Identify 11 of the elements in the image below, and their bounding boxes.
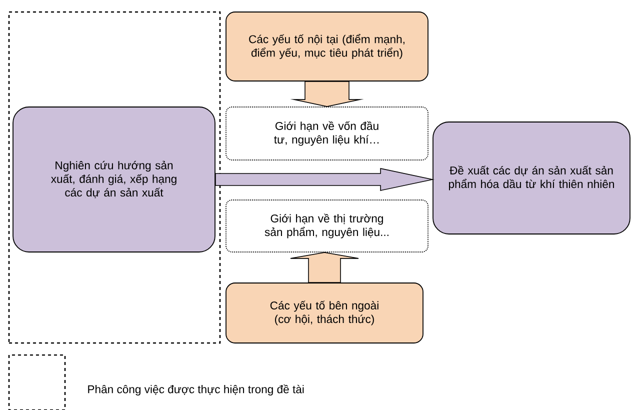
block-arrow [215,168,434,191]
result-box: Đề xuất các dự án sản xuất sản phẩm hóa dầu từ khí thiên nhiên [432,122,630,234]
block-arrow [290,81,364,107]
constraint-box: Giới hạn về thị trường sản phẩm, nguyên liệu... [226,200,428,252]
dashed-boundary-box [8,11,221,344]
process-box: Nghiên cứu hướng sản xuất, đánh giá, xếp hạng các dự án sản xuất [12,106,216,252]
legend-text: Phân công việc được thực hiện trong đề tài [88,384,304,396]
factor-box: Các yếu tố bên ngoài (cơ hội, thách thức) [226,282,424,344]
factor-box: Các yếu tố nội tại (điểm mạnh, điểm yếu, mục tiêu phát triển) [226,12,428,82]
constraint-box: Giới hạn về vốn đầu tư, nguyên liệu khí… [226,106,428,160]
block-arrow [290,252,359,283]
